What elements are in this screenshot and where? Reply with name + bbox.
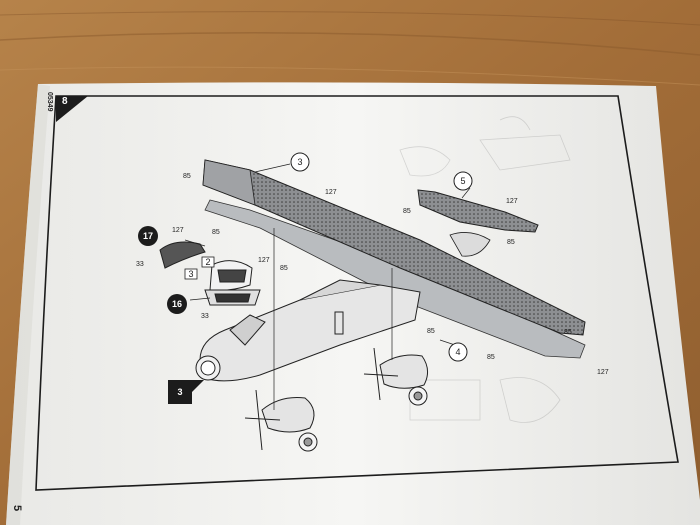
- callout-wing-underside: 4: [448, 342, 468, 362]
- label-wing-top: 127: [325, 189, 337, 196]
- label-canopy-33: 33: [136, 261, 144, 268]
- label-canopy-85: 85: [212, 229, 220, 236]
- page-number: 8: [62, 96, 68, 107]
- fuselage: [195, 279, 421, 382]
- svg-text:16: 16: [172, 299, 182, 309]
- label-under-85-b: 85: [564, 329, 572, 336]
- engine-left: [244, 389, 318, 452]
- label-cockpit-127: 127: [258, 257, 270, 264]
- label-under-85-a: 85: [427, 328, 435, 335]
- tailplane: [417, 189, 539, 257]
- callout-wing: 3: [290, 152, 310, 172]
- callout-tailplane: 5: [453, 171, 473, 191]
- label-wing-tip-left: 85: [183, 173, 191, 180]
- label-tail-right: 85: [507, 239, 515, 246]
- label-tip-127: 127: [597, 369, 609, 376]
- svg-text:3: 3: [297, 157, 302, 167]
- label-under-85-c: 85: [487, 354, 495, 361]
- step-badge: 3: [168, 380, 204, 404]
- svg-text:4: 4: [455, 347, 460, 357]
- main-wing: [202, 159, 586, 336]
- part-number-labels: 85 127 85 127 85 127 85 33 127 33 85 85 …: [136, 173, 609, 376]
- label-canopy-127: 127: [172, 227, 184, 234]
- label-cockpit-33: 33: [201, 313, 209, 320]
- svg-text:5: 5: [460, 176, 465, 186]
- corner-page-number: 5: [11, 505, 23, 511]
- box-label-3: 3: [184, 268, 198, 280]
- svg-text:2: 2: [205, 257, 210, 267]
- canopy-top-part: [159, 241, 261, 306]
- callout-cockpit: 16: [167, 294, 187, 314]
- svg-text:3: 3: [177, 387, 182, 397]
- callout-canopy-top: 17: [138, 226, 158, 246]
- catalog-number: 05349: [46, 92, 53, 112]
- assembly-lines: [184, 163, 471, 410]
- label-tail-left: 85: [403, 208, 411, 215]
- label-center-85: 85: [280, 265, 288, 272]
- svg-text:17: 17: [143, 231, 153, 241]
- faint-background-drawings: [399, 116, 571, 423]
- box-label-2: 2: [201, 256, 215, 268]
- svg-text:3: 3: [188, 269, 193, 279]
- label-tail-top: 127: [506, 198, 518, 205]
- engine-right: [363, 347, 428, 406]
